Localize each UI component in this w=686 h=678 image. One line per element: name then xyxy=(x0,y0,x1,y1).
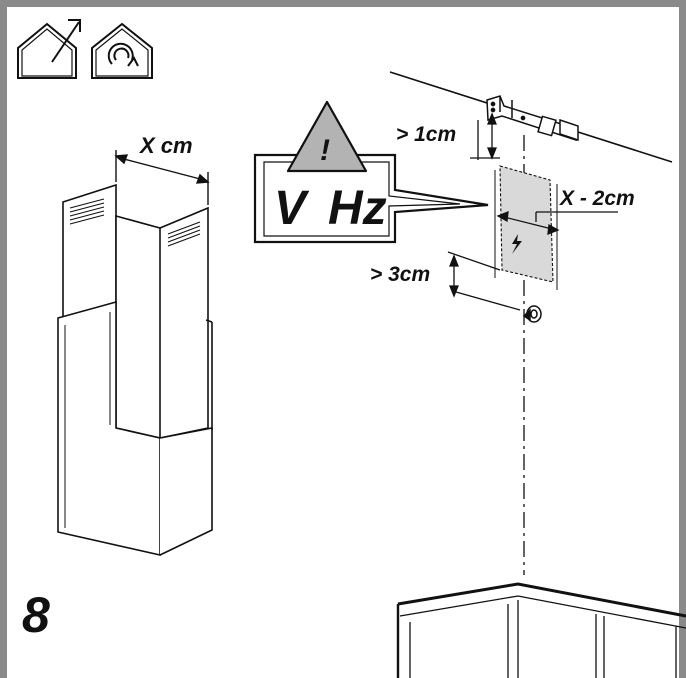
electric-socket-icon xyxy=(512,234,522,254)
socket-area xyxy=(494,165,558,290)
step-number: 8 xyxy=(22,587,50,643)
voltage-label: V xyxy=(274,182,310,235)
chimney-width-dimension xyxy=(114,150,210,205)
wall-screw-icon xyxy=(522,305,542,323)
chimney-vent-left xyxy=(69,198,105,225)
socket-width-label: X - 2cm xyxy=(559,187,635,210)
top-clearance-dimension xyxy=(470,112,500,160)
mounting-bracket xyxy=(486,95,579,142)
chimney-cover xyxy=(57,183,213,557)
warning-mark: ! xyxy=(320,134,330,167)
socket-width-dimension xyxy=(496,210,618,236)
chimney-vent-right xyxy=(167,221,201,247)
hood-body xyxy=(396,582,686,678)
electrical-warning-box xyxy=(253,153,489,244)
bottom-clearance-label: > 3cm xyxy=(370,263,430,286)
frequency-label: Hz xyxy=(328,182,387,235)
house-extraction-icon xyxy=(17,19,81,79)
house-recirculation-icon xyxy=(91,22,153,79)
chimney-width-label: X cm xyxy=(138,133,193,158)
bottom-clearance-dimension xyxy=(447,251,521,311)
top-clearance-label: > 1cm xyxy=(396,123,456,146)
warning-triangle-icon xyxy=(286,100,368,173)
